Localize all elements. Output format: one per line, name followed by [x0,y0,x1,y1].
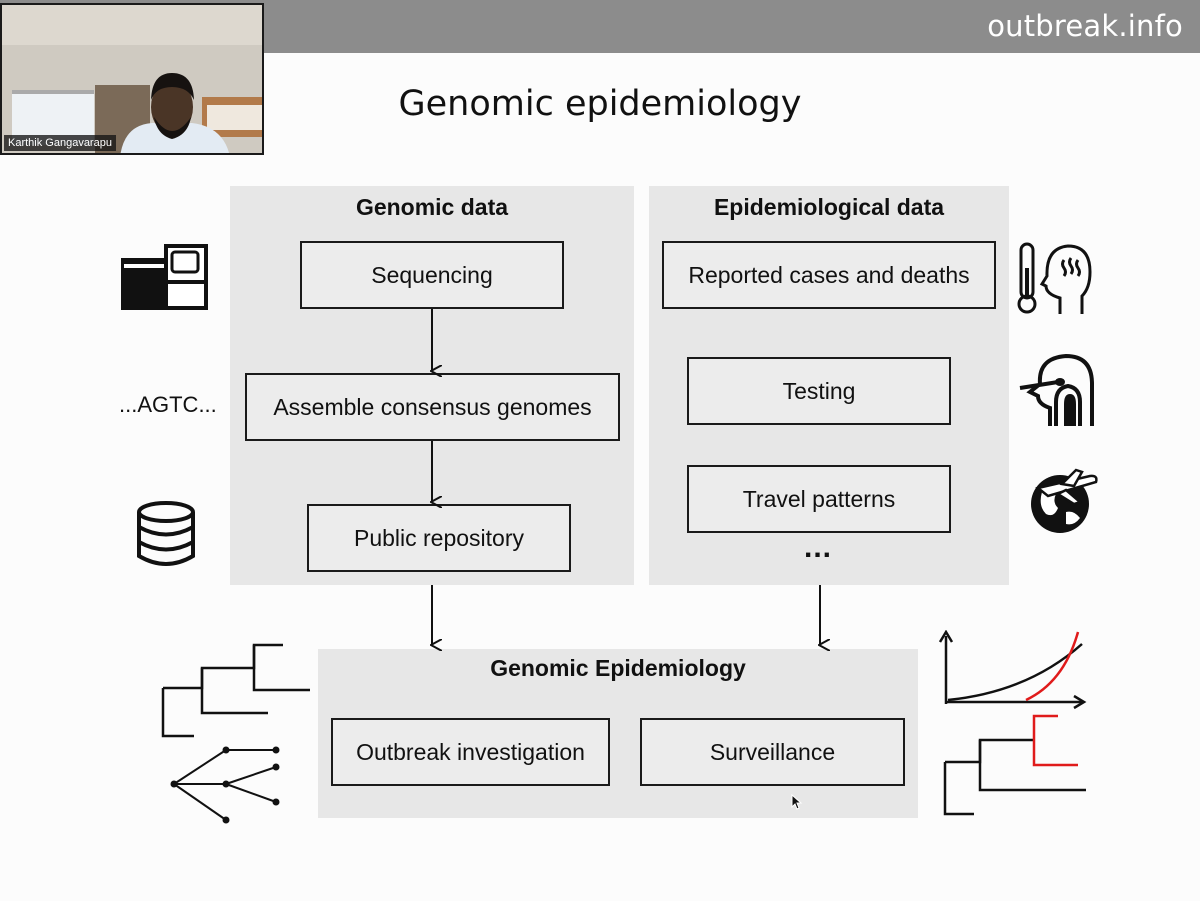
genomic-data-heading: Genomic data [355,194,509,220]
participant-name: Karthik Gangavarapu [4,135,116,151]
nasal-swab-icon [1019,353,1094,426]
thermometer-head-icon [1017,242,1092,314]
epi-data-heading: Epidemiological data [713,194,945,220]
participant-video[interactable]: Karthik Gangavarapu [0,3,264,155]
database-icon [137,501,195,566]
brand-logo: outbreak.info [987,9,1183,43]
sequencer-icon [121,244,208,310]
step-testing: Testing [687,357,951,425]
transmission-network-icon [170,746,280,824]
step-reported-cases: Reported cases and deaths [662,241,996,309]
slide-title: Genomic epidemiology [398,84,802,124]
participant-video-frame [2,5,262,153]
mouse-cursor-icon [791,794,803,810]
highlighted-tree-icon [943,714,1086,816]
genomic-epidemiology-heading: Genomic Epidemiology [490,655,746,681]
sequence-text: ...AGTC... [119,392,217,417]
outbreak-investigation-box: Outbreak investigation [331,718,610,786]
growth-curve-icon [938,630,1087,710]
step-assemble-genomes: Assemble consensus genomes [245,373,620,441]
step-sequencing: Sequencing [300,241,564,309]
epi-more-ellipsis: ... [804,531,833,564]
phylogenetic-tree-icon [161,643,310,738]
surveillance-box: Surveillance [640,718,905,786]
step-travel-patterns: Travel patterns [687,465,951,533]
plane-globe-icon [1031,468,1098,533]
